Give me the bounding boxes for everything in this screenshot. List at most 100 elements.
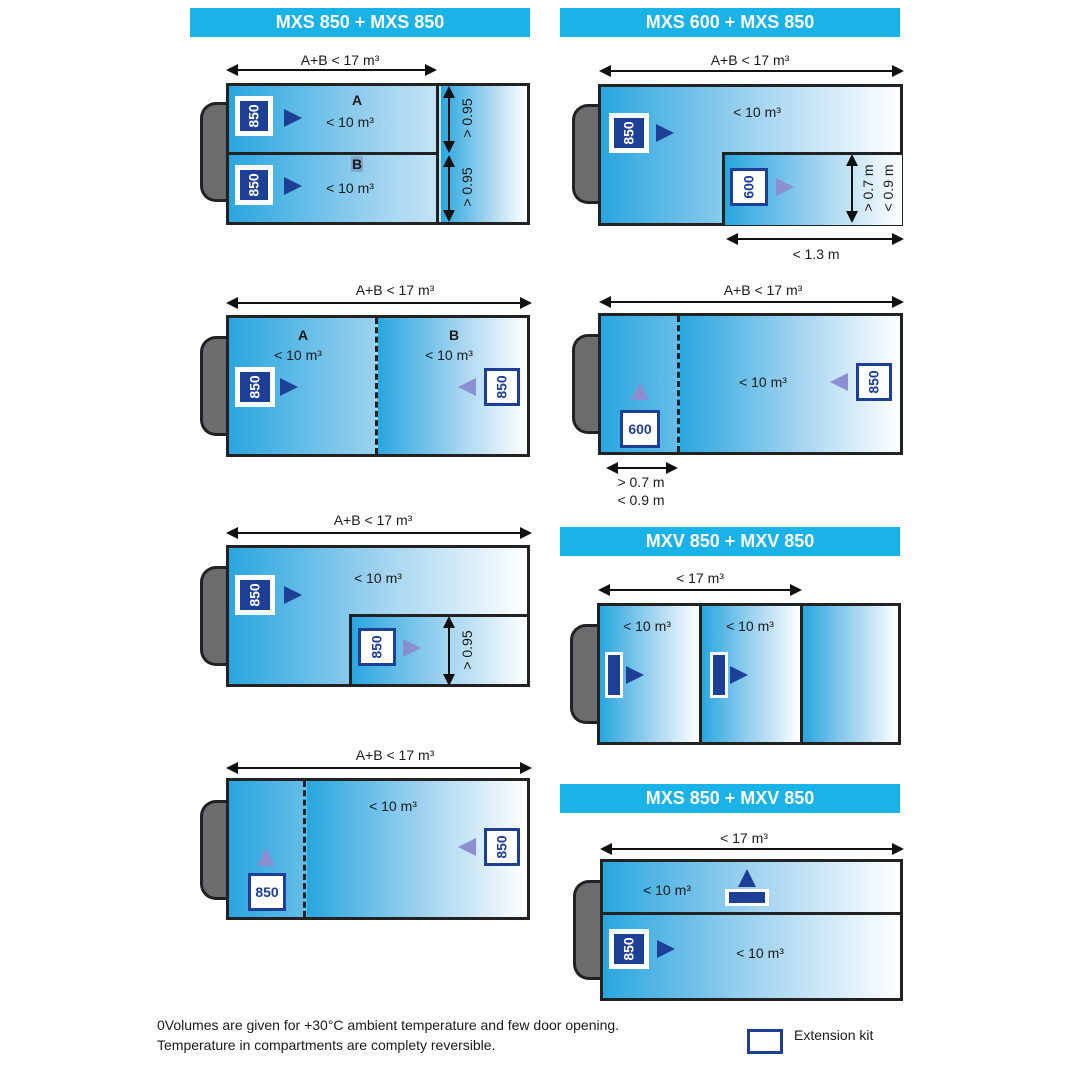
dimension-arrow	[443, 616, 455, 686]
airflow-arrow-icon	[830, 373, 848, 391]
unit-label: 850	[493, 835, 510, 859]
dimension-arrow	[226, 297, 532, 309]
volume-label: < 10 m³	[739, 374, 787, 390]
unit-badge-850: 850	[235, 367, 275, 407]
removable-partition	[375, 318, 378, 454]
dimension-label: A+B < 17 m³	[333, 512, 413, 528]
van-cab	[572, 104, 602, 204]
dimension-label: > 0.7 m	[860, 164, 876, 212]
dimension-arrow	[226, 527, 532, 539]
unit-label: 850	[245, 104, 262, 128]
volume-label: < 10 m³	[425, 347, 473, 363]
unit-label: 850	[245, 173, 262, 197]
unit-label: 600	[740, 175, 757, 199]
van-cab	[572, 334, 602, 434]
van-cab	[200, 800, 230, 900]
dimension-label: A+B < 17 m³	[355, 282, 435, 298]
unit-badge-mxv	[725, 889, 769, 906]
dimension-arrow	[726, 233, 904, 245]
partition	[601, 912, 902, 915]
dimension-arrow	[599, 296, 904, 308]
volume-label: < 10 m³	[643, 882, 691, 898]
dimension-label: < 1.3 m	[792, 246, 840, 262]
dimension-arrow	[598, 584, 802, 596]
volume-label: < 10 m³	[736, 945, 784, 961]
partition	[228, 152, 438, 155]
volume-label: < 10 m³	[726, 618, 774, 634]
unit-badge-mxv	[605, 652, 623, 698]
dimension-label: > 0.95	[459, 167, 475, 207]
unit-label: 850	[255, 884, 279, 900]
removable-partition	[677, 316, 680, 452]
airflow-arrow-icon	[626, 666, 644, 684]
airflow-arrow-icon	[656, 124, 674, 142]
header-mxv850-mxv850: MXV 850 + MXV 850	[560, 527, 900, 556]
dimension-label: > 0.95	[459, 630, 475, 670]
van-cab	[573, 880, 603, 980]
van-cab	[200, 336, 230, 436]
van-cab	[200, 102, 230, 202]
unit-label: 850	[246, 375, 263, 399]
airflow-arrow-icon	[776, 178, 794, 196]
partition	[800, 604, 803, 744]
compartment-label-b: B	[350, 156, 364, 172]
removable-partition	[303, 781, 306, 917]
unit-label: 850	[620, 937, 637, 961]
header-mxs850-mxv850: MXS 850 + MXV 850	[560, 784, 900, 813]
unit-badge-850: 850	[235, 575, 275, 615]
dimension-label: < 0.9 m	[617, 492, 665, 508]
legend-extension-kit-swatch	[747, 1029, 783, 1054]
dimension-label: A+B < 17 m³	[710, 52, 790, 68]
unit-badge-850: 850	[609, 113, 649, 153]
airflow-arrow-icon	[284, 109, 302, 127]
legend-extension-kit-label: Extension kit	[794, 1027, 874, 1043]
compartment-3	[803, 606, 898, 742]
unit-badge-850-extension: 850	[484, 368, 520, 406]
unit-badge-850: 850	[235, 165, 273, 205]
header-mxs850-mxs850: MXS 850 + MXS 850	[190, 8, 530, 37]
dimension-arrow	[846, 154, 858, 223]
airflow-arrow-icon	[280, 378, 298, 396]
unit-badge-600: 600	[730, 168, 768, 206]
unit-label: 850	[620, 121, 637, 145]
volume-label: < 10 m³	[354, 570, 402, 586]
dimension-label: < 0.9 m	[880, 164, 896, 212]
dimension-arrow	[600, 843, 904, 855]
compartment-label-a: A	[297, 327, 309, 343]
van-cab	[570, 624, 600, 724]
airflow-arrow-icon	[738, 869, 756, 887]
partition	[699, 604, 702, 744]
unit-label: 850	[368, 635, 385, 659]
dimension-arrow	[599, 65, 904, 77]
volume-label: < 10 m³	[326, 114, 374, 130]
volume-label: < 10 m³	[326, 180, 374, 196]
unit-badge-mxv	[710, 652, 728, 698]
van-cab	[200, 566, 230, 666]
unit-badge-850: 850	[235, 96, 273, 136]
unit-badge-850: 850	[609, 929, 649, 969]
dimension-label: > 0.95	[459, 98, 475, 138]
van-body	[597, 603, 901, 745]
airflow-arrow-icon	[730, 666, 748, 684]
volume-label: < 10 m³	[369, 798, 417, 814]
unit-badge-850-extension: 850	[358, 628, 396, 666]
compartment-label-b: B	[448, 327, 460, 343]
dimension-label: A+B < 17 m³	[300, 52, 380, 68]
unit-badge-600: 600	[620, 410, 660, 448]
unit-badge-850-extension: 850	[248, 873, 286, 911]
unit-label: 850	[865, 370, 882, 394]
compartment-rear	[441, 86, 527, 222]
airflow-arrow-icon	[284, 177, 302, 195]
dimension-arrow	[226, 762, 532, 774]
volume-label: < 10 m³	[733, 104, 781, 120]
airflow-arrow-icon	[403, 639, 421, 657]
compartment-label-a: A	[351, 92, 363, 108]
airflow-arrow-icon	[458, 838, 476, 856]
volume-label: < 10 m³	[623, 618, 671, 634]
dimension-arrow	[443, 155, 455, 222]
unit-badge-850-extension: 850	[484, 828, 520, 866]
unit-label: 850	[246, 583, 263, 607]
dimension-label: > 0.7 m	[617, 474, 665, 490]
dimension-label: < 17 m³	[676, 570, 724, 586]
